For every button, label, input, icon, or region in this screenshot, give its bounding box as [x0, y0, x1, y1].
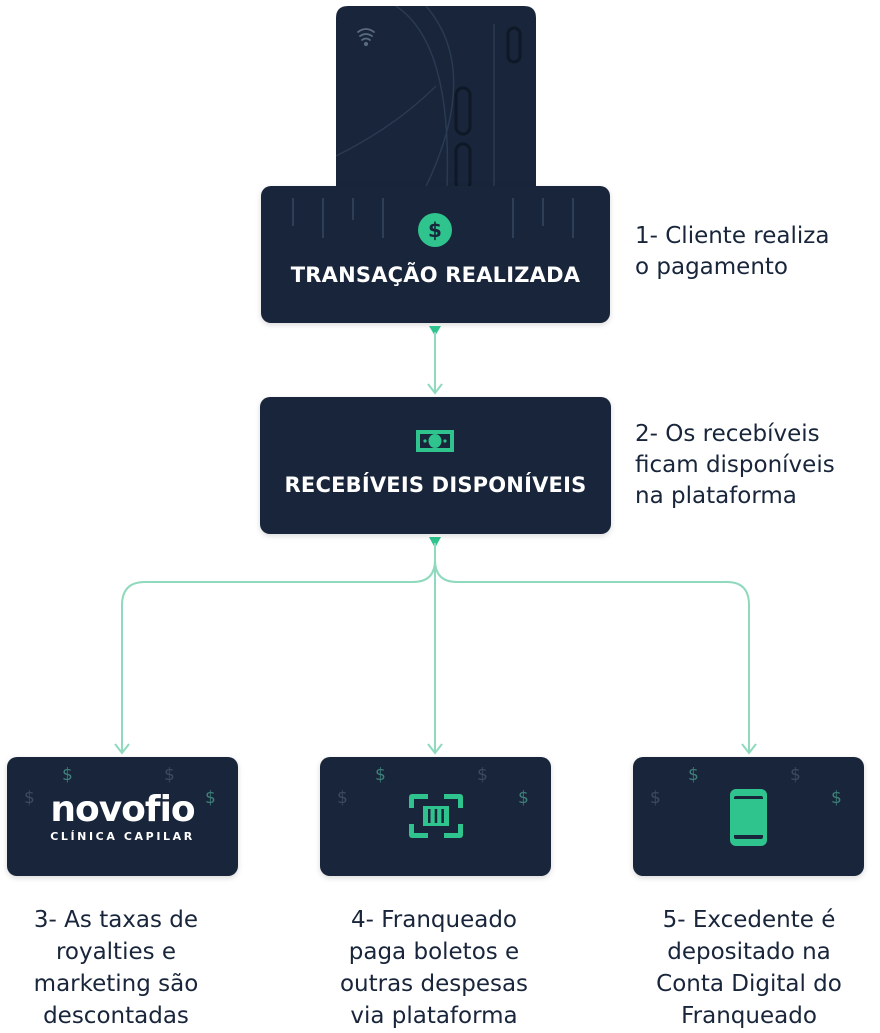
- dollar-decor: $: [790, 765, 801, 785]
- dollar-decor: $: [375, 765, 386, 785]
- step1-title: TRANSAÇÃO REALIZADA: [290, 263, 581, 287]
- dollar-decor: $: [650, 788, 661, 808]
- step2-box: RECEBÍVEIS DISPONÍVEIS: [260, 397, 611, 534]
- barcode-scan-icon: [409, 794, 463, 838]
- logo-subtitle: CLÍNICA CAPILAR: [50, 830, 195, 843]
- card-terminal-icon: [335, 5, 536, 207]
- step4-caption: 4- Franqueado paga boletos e outras desp…: [339, 907, 529, 1029]
- dollar-decor: $: [62, 765, 73, 785]
- contactless-icon: [357, 28, 375, 47]
- dollar-decor: $: [477, 765, 488, 785]
- dollar-decor: $: [164, 765, 175, 785]
- dollar-decor: $: [24, 788, 35, 808]
- banknote-icon: [415, 428, 455, 454]
- step1-caption: 1- Cliente realiza o pagamento: [635, 223, 830, 280]
- dollar-decor: $: [205, 788, 216, 808]
- dollar-decor: $: [337, 788, 348, 808]
- step5-box: $ $ $ $: [633, 757, 864, 876]
- step2-caption: 2- Os recebíveis ficam disponíveis na pl…: [635, 421, 835, 509]
- arrow-head-branch: [429, 537, 441, 548]
- dollar-decor: $: [688, 765, 699, 785]
- step3-box: $ $ $ $ novofio CLÍNICA CAPILAR: [7, 757, 238, 876]
- step1-box: $ TRANSAÇÃO REALIZADA: [261, 186, 610, 323]
- tick-marks: [292, 198, 574, 238]
- dollar-decor: $: [518, 788, 529, 808]
- step2-title: RECEBÍVEIS DISPONÍVEIS: [284, 473, 587, 497]
- step5-caption: 5- Excedente é depositado na Conta Digit…: [656, 907, 842, 1029]
- arrow-head-top: [429, 326, 441, 336]
- dollar-decor: $: [831, 788, 842, 808]
- svg-text:$: $: [428, 218, 442, 242]
- step4-box: $ $ $ $: [320, 757, 551, 876]
- dollar-circle-icon: $: [418, 213, 452, 247]
- step3-caption: 3- As taxas de royalties e marketing são…: [33, 907, 199, 1029]
- smartphone-icon: [730, 789, 767, 846]
- logo-novofio: novofio: [50, 789, 195, 830]
